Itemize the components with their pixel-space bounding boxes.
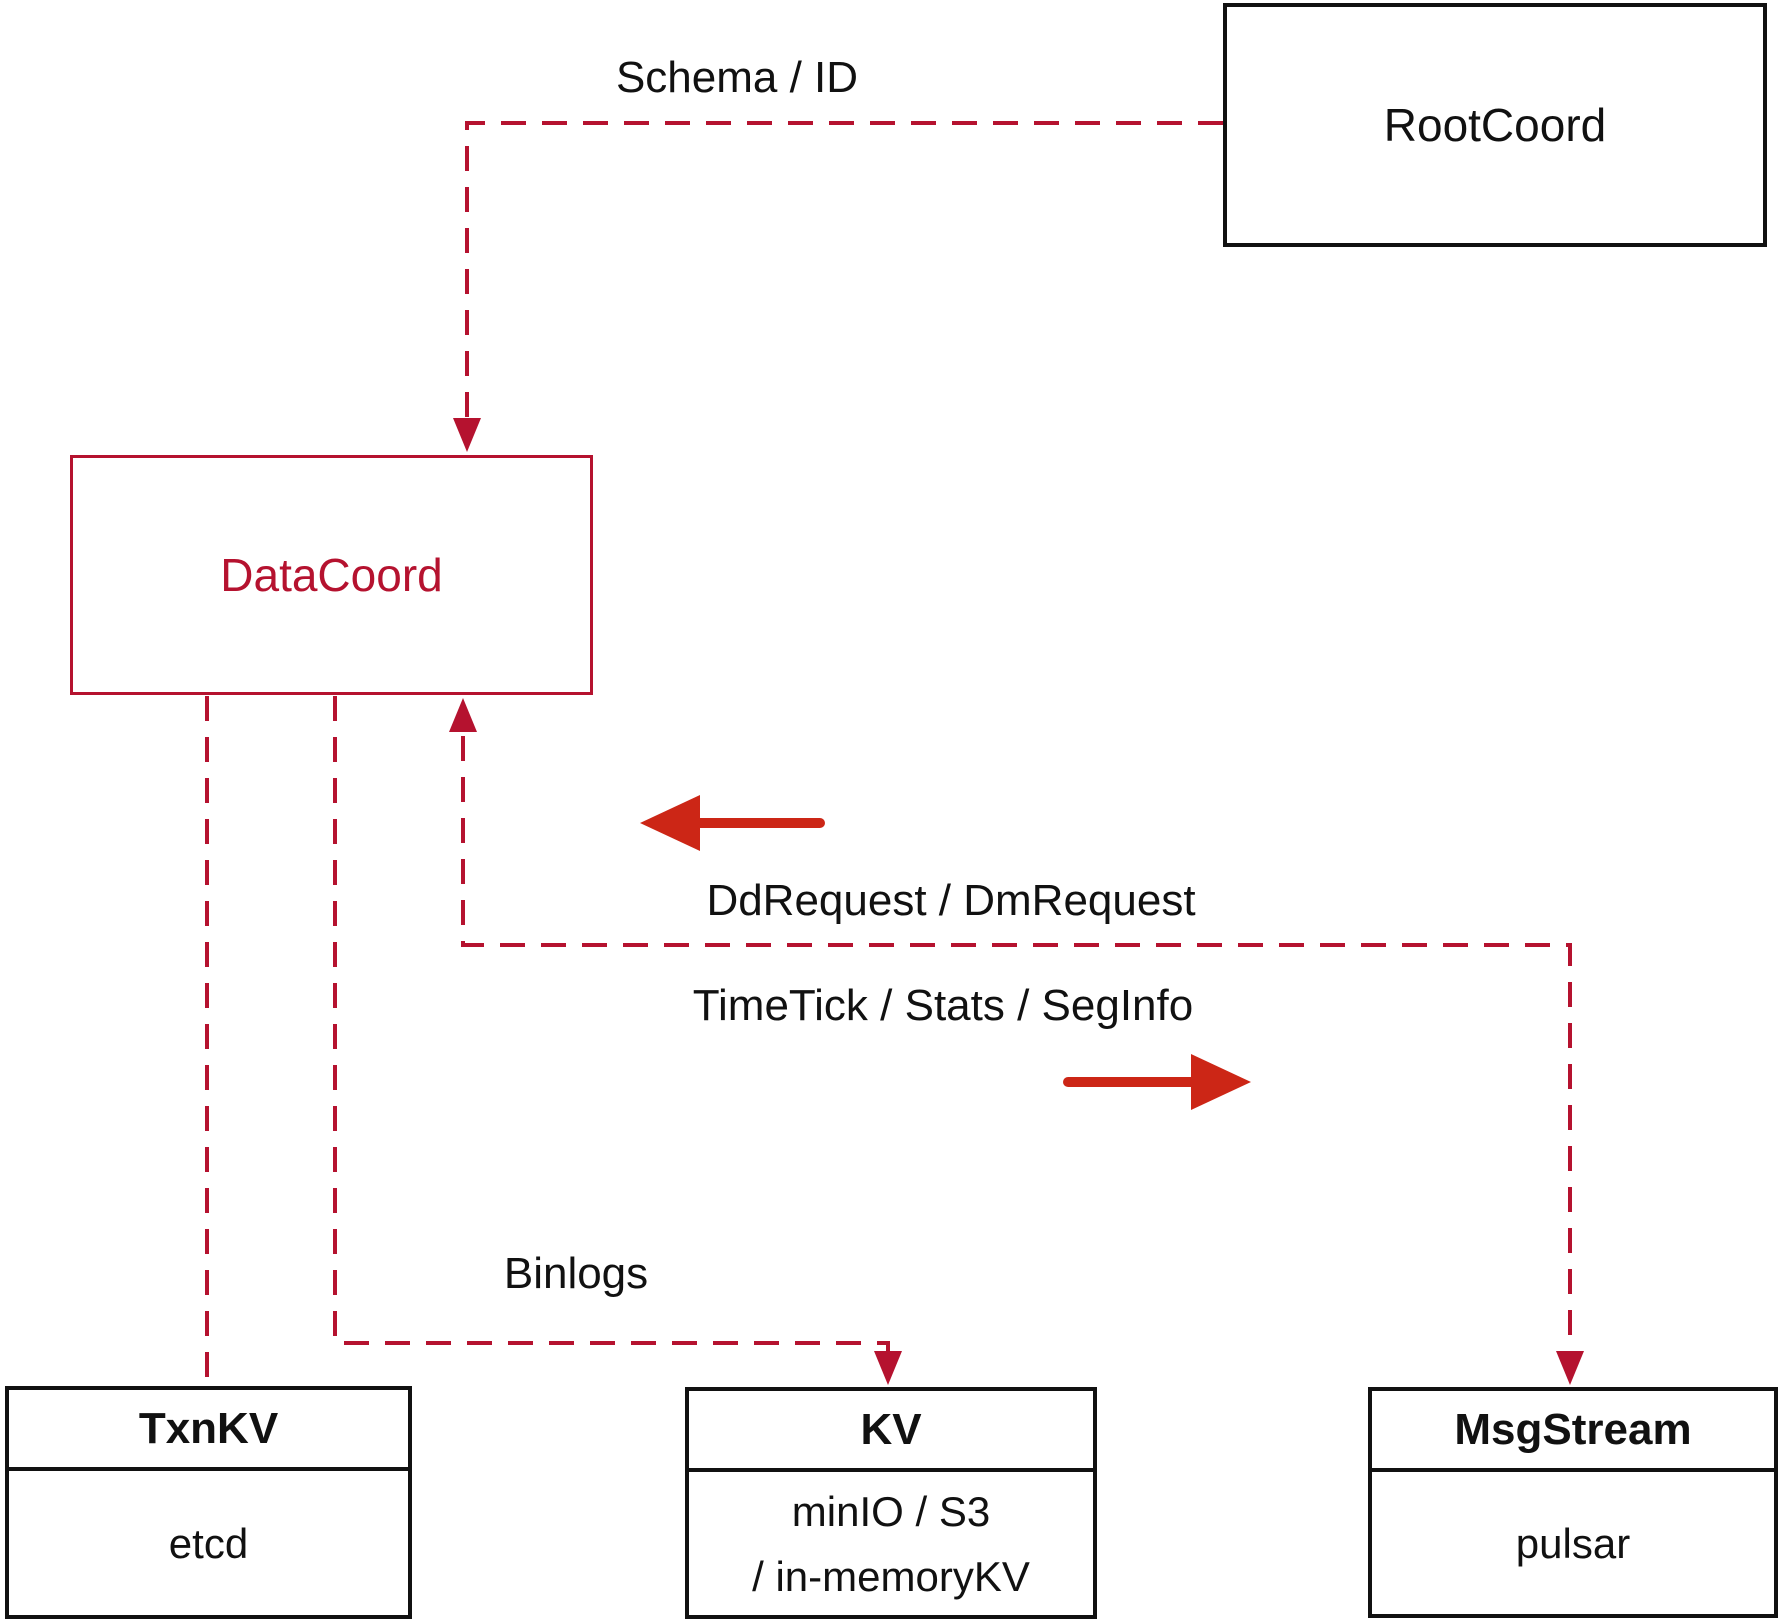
node-datacoord: DataCoord <box>70 455 593 695</box>
node-msgstream: MsgStream pulsar <box>1368 1387 1778 1618</box>
flow-arrow-right-icon <box>1191 1054 1251 1110</box>
flow-arrow-left-icon <box>640 795 700 851</box>
node-rootcoord: RootCoord <box>1223 3 1767 247</box>
datacoord-label: DataCoord <box>220 549 443 601</box>
msgstream-title: MsgStream <box>1372 1391 1774 1472</box>
edge-label-binlogs: Binlogs <box>503 1249 649 1298</box>
edge-rootcoord-to-datacoord <box>465 121 1223 438</box>
arrowhead-into-kv-top-icon <box>874 1351 902 1385</box>
kv-body-line2: / in-memoryKV <box>752 1552 1030 1600</box>
rootcoord-label: RootCoord <box>1383 99 1607 151</box>
edge-label-schema-id: Schema / ID <box>615 53 859 102</box>
txnkv-title: TxnKV <box>9 1390 408 1471</box>
kv-title: KV <box>689 1391 1093 1472</box>
node-txnkv: TxnKV etcd <box>5 1386 412 1619</box>
arrowhead-into-datacoord-bottom-icon <box>449 698 477 732</box>
txnkv-body: etcd <box>168 1519 249 1567</box>
msgstream-body: pulsar <box>1515 1519 1631 1567</box>
edge-label-ddrequest: DdRequest / DmRequest <box>706 876 1196 925</box>
node-kv: KV minIO / S3 / in-memoryKV <box>685 1387 1097 1619</box>
edge-label-timetick: TimeTick / Stats / SegInfo <box>692 981 1194 1030</box>
arrowhead-into-msgstream-top-icon <box>1556 1351 1584 1385</box>
kv-body-line1: minIO / S3 <box>791 1487 991 1535</box>
arrowhead-into-datacoord-top-icon <box>453 418 481 452</box>
